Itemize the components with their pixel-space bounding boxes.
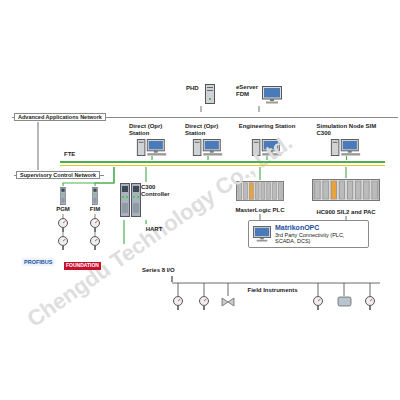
node-label: MasterLogic PLC (235, 207, 284, 214)
station-icon (193, 139, 222, 155)
node-label: Engineering Station (239, 123, 296, 130)
plc-rack (313, 180, 380, 201)
instrument-icon (200, 297, 209, 311)
instrument-icon (59, 237, 68, 251)
node-label: Advanced Applications Network (14, 113, 106, 121)
io-node: Series 8 I/O (112, 244, 232, 276)
field-bus (172, 283, 380, 296)
server-node: eServer FDM (234, 82, 284, 106)
instrument-icon (366, 297, 375, 311)
node-label: Direct (Opr) Station (129, 123, 175, 136)
module-icon (61, 187, 66, 204)
node-label: 3rd Party Connectivity (PLC, SCADA, DCS) (275, 232, 365, 244)
instrument-icon (314, 297, 323, 311)
network-connector (171, 276, 172, 282)
pump-icon (338, 297, 351, 306)
instrument-icon (174, 297, 183, 311)
logo-text: PROFIBUS (22, 258, 54, 266)
station-node: Direct (Opr) Station (184, 123, 232, 156)
instrument-icon (59, 219, 68, 233)
controller-node: C300 Controller (118, 182, 174, 220)
module-icon (93, 187, 98, 204)
network-connector (346, 156, 347, 160)
node-label: HC900 SIL2 and PAC (316, 209, 375, 216)
controller-module (132, 184, 141, 217)
node-label: PGM (56, 206, 70, 213)
node-label: Supervisory Control Network (16, 171, 100, 179)
node-label: FTE (64, 151, 75, 158)
field-wire (63, 214, 95, 236)
server-icon (206, 85, 215, 104)
node-label: FIM (90, 206, 100, 213)
plc-node: MasterLogic PLC (232, 180, 288, 214)
node-label: HART (146, 226, 163, 233)
station-icon (137, 139, 166, 155)
fte-line (60, 161, 385, 163)
hart-node: HART (140, 224, 168, 234)
logo-text: MatrikonOPC (275, 224, 319, 232)
node-label: C300 Controller (141, 184, 173, 197)
opc-server-icon (254, 226, 271, 241)
fte-network: FTE (60, 160, 385, 167)
plc-node: HC900 SIL2 and PAC (308, 178, 384, 216)
fte-line (60, 165, 385, 167)
network-connector (200, 106, 201, 112)
server-node: PHD (184, 82, 218, 106)
field-node: Field Instruments (160, 282, 385, 314)
controller-module (121, 184, 130, 217)
network-connector (37, 122, 38, 170)
node-label: Direct (Opr) Station (185, 123, 231, 136)
monitor-icon (263, 87, 282, 104)
station-icon (331, 139, 360, 155)
network-connector (145, 167, 146, 182)
node-label: PHD (186, 85, 199, 92)
station-node: Engineering Station (238, 123, 296, 156)
module-node: PGM (52, 186, 74, 214)
node-label: Field Instruments (247, 287, 297, 294)
network-band: Supervisory Control Network (14, 170, 104, 180)
node-label: eServer FDM (236, 84, 262, 97)
network-connector (207, 156, 208, 160)
module-node: FIM (84, 186, 106, 214)
instrument-icon (91, 219, 100, 233)
network-connector (145, 220, 146, 224)
instrument-icon (91, 237, 100, 251)
station-node: Simulation Node SIM C300 (316, 123, 377, 156)
network-connector (258, 106, 259, 112)
opc-box: MatrikonOPC3rd Party Connectivity (PLC, … (248, 220, 369, 248)
network-connector (151, 156, 152, 160)
valve-icon (222, 298, 234, 306)
station-node: Direct (Opr) Station (128, 123, 176, 156)
node-label: Series 8 I/O (142, 267, 175, 274)
logo-text: FOUNDATION (64, 262, 101, 270)
node-label: Simulation Node SIM C300 (317, 123, 377, 136)
network-connector (345, 167, 346, 178)
network-band: Advanced Applications Network (12, 112, 398, 122)
